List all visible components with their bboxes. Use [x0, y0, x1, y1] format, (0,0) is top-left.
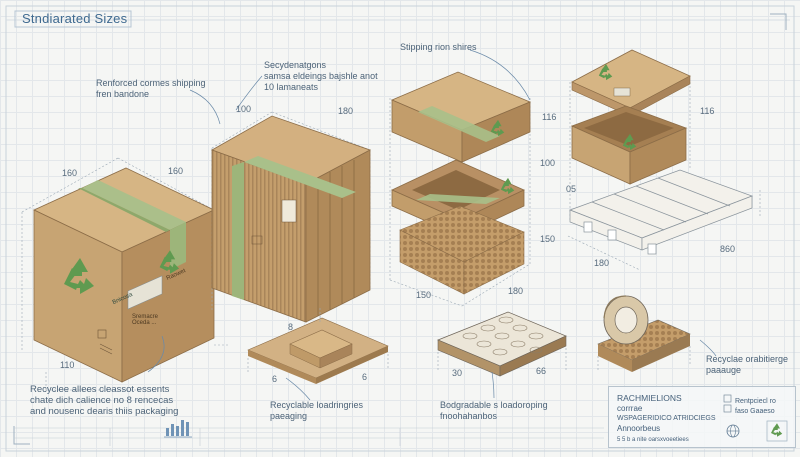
dim-box1-top-right: 160: [168, 166, 184, 176]
dim-box3-bottom-right: 180: [508, 286, 524, 296]
recycle-badge-icon: [766, 420, 788, 442]
outer-frame: [5, 5, 795, 452]
dim-pallet-side: 05: [566, 184, 577, 194]
dim-box3-right-mid: 100: [540, 158, 556, 168]
recycled-tape-roll: [597, 295, 691, 372]
reinforced-shipping-box: [21, 157, 230, 391]
title-block-heading: RACHMIELIONS: [617, 393, 682, 403]
dim-tray-right: 6: [362, 372, 368, 382]
dim-box3-bottom-left: 150: [416, 290, 432, 300]
shipping-label: Stipping rion shires: [400, 42, 477, 52]
title-block-right1: Rentpciecl ro: [735, 398, 776, 405]
dim-tray-top: 8: [288, 322, 294, 332]
dim-pallet-right: 860: [720, 244, 736, 254]
bar-chart-icon: [164, 420, 192, 438]
title-block-right2: faso Gaaeso: [735, 408, 775, 415]
secondary-packaging-stack: [211, 111, 371, 323]
footer-strip: [14, 427, 604, 446]
dim-box4-right: 116: [700, 106, 715, 116]
dim-foam-left: 30: [452, 368, 463, 378]
page-title: Stndiarated Sizes: [22, 11, 128, 26]
recyclable-loading-tray: [247, 306, 389, 384]
dim-box3-right-top: 116: [542, 112, 557, 122]
title-block-line2: WSPAGERIDICO ATRIDCIEGS: [617, 415, 716, 422]
title-block-small: 5 5 b a nite oarsxvoeetiees: [617, 437, 689, 443]
pallet-box: [567, 49, 761, 271]
title-block-line1: corrrae: [617, 404, 643, 413]
dim-box3-right-low: 150: [540, 234, 556, 244]
dim-box1-top-left: 160: [62, 168, 78, 178]
title-frame: [14, 10, 132, 28]
title-block-line3: Annoorbeus: [617, 424, 661, 433]
globe-icon: [726, 424, 740, 438]
dim-foam-right: 66: [536, 366, 547, 376]
dim-box2-left: 100: [236, 104, 252, 114]
dim-tray-left: 6: [272, 374, 278, 384]
dim-box1-bottom: 110: [60, 360, 75, 370]
shipping-box-with-fill: [389, 71, 532, 307]
dim-box2-right: 180: [338, 106, 354, 116]
dim-pallet-left: 180: [594, 258, 610, 268]
title-block: RACHMIELIONS corrrae WSPAGERIDICO ATRIDC…: [608, 386, 796, 448]
biodegradable-loose-fill: [437, 311, 567, 377]
badge-icon: [723, 394, 732, 413]
